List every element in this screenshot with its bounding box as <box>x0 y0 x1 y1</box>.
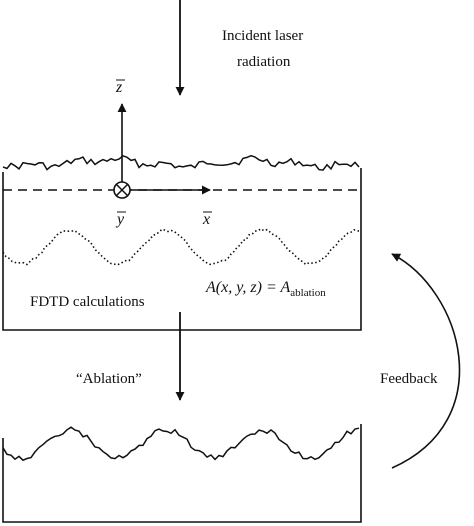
axis-label-y: y <box>115 211 125 228</box>
ablation-threshold-contour <box>2 227 361 266</box>
incident-label-line2: radiation <box>237 54 291 70</box>
fdtd-label: FDTD calculations <box>30 294 145 310</box>
feedback-arrow <box>391 253 461 469</box>
axis-label-x: x <box>202 211 210 228</box>
incident-label-line1: Incident laser <box>222 28 303 44</box>
equation-subscript: ablation <box>290 287 326 299</box>
ablation-label: “Ablation” <box>76 371 142 387</box>
ablated-block-outline <box>2 424 362 523</box>
ablation-equation: A(x, y, z) = Aablation <box>205 279 326 299</box>
fdtd-box-outline <box>2 168 362 331</box>
axis-label-z: z <box>115 79 123 96</box>
equation-main: A(x, y, z) = A <box>205 279 290 296</box>
initial-rough-surface <box>2 154 360 171</box>
y-axis-into-page-icon <box>113 181 131 199</box>
feedback-label: Feedback <box>380 371 438 387</box>
ablated-rough-surface <box>2 426 360 462</box>
